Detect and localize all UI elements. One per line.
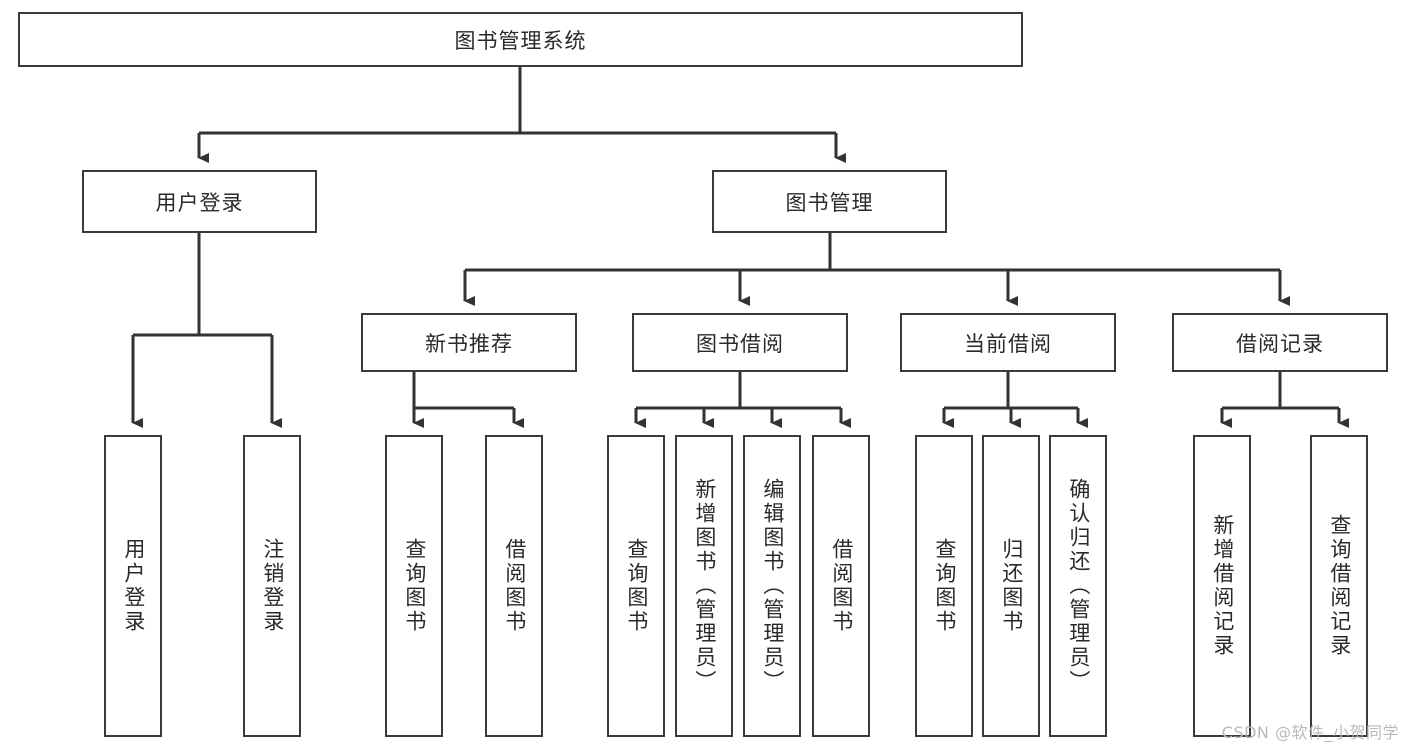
node-leaf-confirm-return[interactable]: 确认归还（管理员）: [1049, 435, 1107, 737]
node-book-borrow[interactable]: 图书借阅: [632, 313, 848, 372]
node-new-book-recommend[interactable]: 新书推荐: [361, 313, 577, 372]
node-current-borrow[interactable]: 当前借阅: [900, 313, 1116, 372]
node-leaf-user-logout[interactable]: 注销登录: [243, 435, 301, 737]
node-new-book-recommend-label: 新书推荐: [425, 331, 513, 356]
node-leaf-add-book[interactable]: 新增图书（管理员）: [675, 435, 733, 737]
node-book-manage[interactable]: 图书管理: [712, 170, 947, 233]
node-leaf-query-book-3-label: 查询图书: [932, 538, 957, 634]
node-leaf-edit-book[interactable]: 编辑图书（管理员）: [743, 435, 801, 737]
node-leaf-return-book-label: 归还图书: [999, 538, 1024, 634]
node-leaf-borrow-book-2[interactable]: 借阅图书: [812, 435, 870, 737]
node-user-login[interactable]: 用户登录: [82, 170, 317, 233]
node-leaf-add-book-label: 新增图书（管理员）: [692, 478, 717, 694]
watermark: CSDN @软件_小贺同学: [1221, 723, 1399, 742]
node-leaf-borrow-book-2-label: 借阅图书: [829, 538, 854, 634]
node-book-borrow-label: 图书借阅: [696, 331, 784, 356]
node-leaf-edit-book-label: 编辑图书（管理员）: [760, 478, 785, 694]
node-leaf-query-record-label: 查询借阅记录: [1327, 514, 1352, 658]
node-leaf-add-record[interactable]: 新增借阅记录: [1193, 435, 1251, 737]
node-leaf-user-logout-label: 注销登录: [260, 538, 285, 634]
node-leaf-return-book[interactable]: 归还图书: [982, 435, 1040, 737]
node-leaf-user-login-label: 用户登录: [121, 538, 146, 634]
node-leaf-query-book-2[interactable]: 查询图书: [607, 435, 665, 737]
node-leaf-borrow-book-1-label: 借阅图书: [502, 538, 527, 634]
node-leaf-query-book-1-label: 查询图书: [402, 538, 427, 634]
node-leaf-query-book-2-label: 查询图书: [624, 538, 649, 634]
node-leaf-query-book-3[interactable]: 查询图书: [915, 435, 973, 737]
node-borrow-record-label: 借阅记录: [1236, 331, 1324, 356]
node-book-manage-label: 图书管理: [785, 190, 874, 215]
node-current-borrow-label: 当前借阅: [964, 331, 1052, 356]
node-leaf-user-login[interactable]: 用户登录: [104, 435, 162, 737]
node-leaf-query-record[interactable]: 查询借阅记录: [1310, 435, 1368, 737]
node-borrow-record[interactable]: 借阅记录: [1172, 313, 1388, 372]
node-root[interactable]: 图书管理系统: [18, 12, 1023, 67]
node-leaf-add-record-label: 新增借阅记录: [1210, 514, 1235, 658]
node-user-login-label: 用户登录: [155, 190, 244, 215]
node-leaf-borrow-book-1[interactable]: 借阅图书: [485, 435, 543, 737]
node-leaf-query-book-1[interactable]: 查询图书: [385, 435, 443, 737]
node-leaf-confirm-return-label: 确认归还（管理员）: [1066, 478, 1091, 694]
node-root-label: 图书管理系统: [454, 28, 587, 53]
